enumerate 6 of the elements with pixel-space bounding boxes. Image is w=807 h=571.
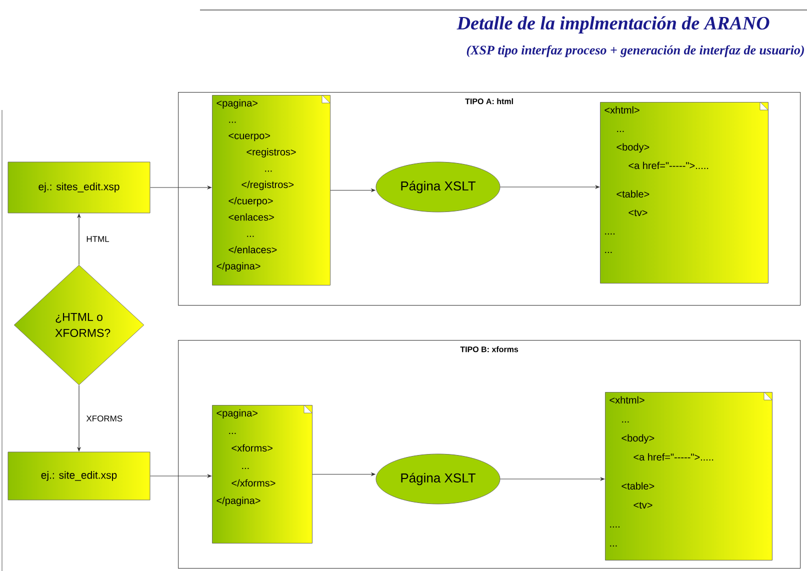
- edge-label: HTML: [85, 235, 110, 243]
- file-box: ej.: site_edit.xsp: [8, 452, 150, 500]
- edge-label: XFORMS: [85, 414, 124, 422]
- title: Detalle de la implmentación de ARANO: [456, 16, 770, 34]
- file-box: ej.: sites_edit.xsp: [8, 162, 150, 214]
- subtitle: (XSP tipo interfaz proceso + generación de interfaz de usuario): [466, 45, 804, 58]
